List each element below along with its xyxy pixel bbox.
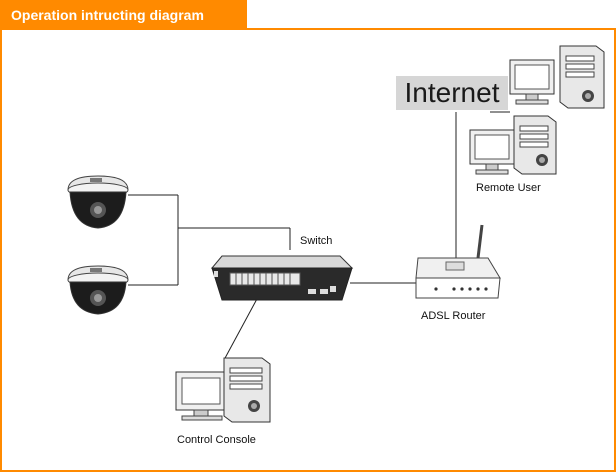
connection-lines <box>128 111 510 361</box>
remote-user-pc-1-icon <box>509 45 605 109</box>
control-console-pc-icon <box>175 357 271 423</box>
diagram-border <box>0 28 616 472</box>
switch-label: Switch <box>300 235 333 247</box>
remote-user-label: Remote User <box>476 182 541 194</box>
dome-camera-1-icon <box>67 175 129 229</box>
remote-user-pc-2-icon <box>469 115 557 175</box>
network-switch-icon <box>210 255 354 301</box>
switch-to-console-link <box>223 296 259 361</box>
adsl-router-label: ADSL Router <box>421 310 486 322</box>
internet-label: Internet <box>396 76 508 110</box>
control-console-label: Control Console <box>177 434 256 446</box>
diagram-title: Operation intructing diagram <box>0 0 247 30</box>
adsl-router-icon <box>415 224 501 299</box>
dome-camera-2-icon <box>67 265 129 315</box>
